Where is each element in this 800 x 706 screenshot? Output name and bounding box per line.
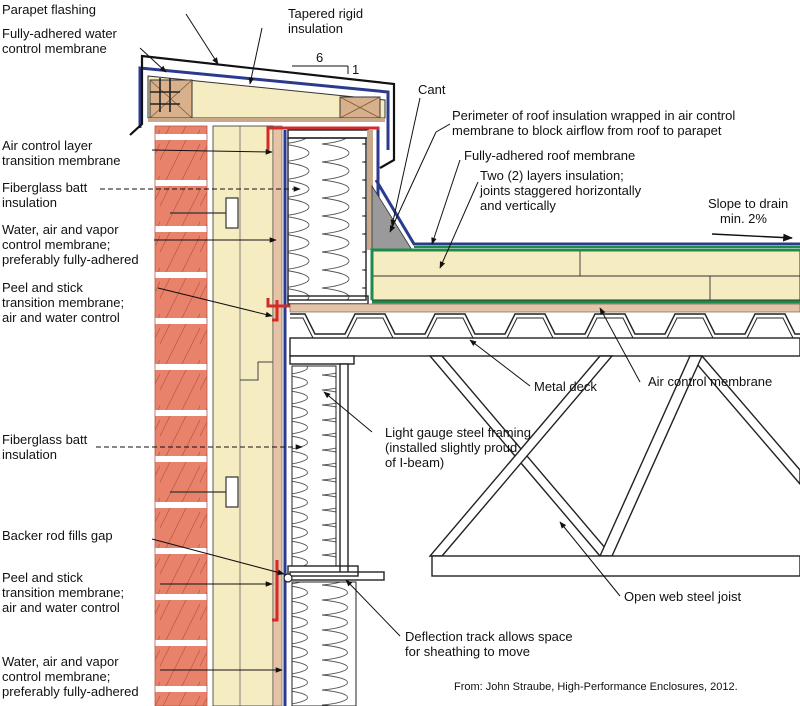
sheathing [272, 125, 283, 706]
parapet-cap [147, 75, 386, 122]
lower-batt-insulation [291, 365, 337, 567]
source-citation: From: John Straube, High-Performance Enc… [454, 681, 738, 693]
label-fiberglass-batt-upper: Fiberglass batt insulation [2, 180, 91, 210]
label-fully-adhered-water: Fully-adhered water control membrane [2, 26, 121, 56]
label-backer-rod: Backer rod fills gap [2, 528, 113, 543]
brick-veneer [154, 125, 208, 706]
label-fiberglass-batt-lower: Fiberglass batt insulation [2, 432, 91, 462]
parapet-stud-top [287, 129, 369, 139]
brick-ties [170, 197, 239, 508]
cant-strip [371, 184, 413, 251]
upper-peel-stick [272, 300, 279, 322]
roof-perimeter-air-membrane [370, 248, 800, 300]
label-parapet-flashing: Parapet flashing [2, 2, 96, 17]
parapet-air-membrane [138, 66, 390, 150]
label-peel-stick-lower: Peel and stick transition membrane; air … [2, 570, 128, 615]
exterior-insulation [212, 125, 274, 706]
label-air-control-membrane: Air control membrane [648, 374, 772, 389]
lower-peel-stick [272, 560, 279, 622]
label-air-control-transition: Air control layer transition membrane [2, 138, 121, 168]
label-wav-lower: Water, air and vapor control membrane; p… [2, 654, 139, 699]
parapet-flashing-metal [129, 54, 396, 169]
insulation-step [240, 361, 273, 381]
slope-run-label: 1 [352, 62, 359, 77]
label-slope-to-drain: Slope to drain min. 2% [708, 196, 792, 226]
roof-membrane [374, 179, 800, 246]
slope-rise-label: 6 [316, 50, 323, 65]
label-peel-stick-upper: Peel and stick transition membrane; air … [2, 280, 128, 325]
parapet-stud-cavity [287, 137, 367, 301]
label-two-layers: Two (2) layers insulation; joints stagge… [479, 168, 645, 213]
label-tapered-rigid: Tapered rigid insulation [288, 6, 367, 36]
roof-insulation [371, 249, 800, 301]
label-light-gauge: Light gauge steel framing (installed sli… [385, 425, 535, 470]
deflection-track [287, 565, 359, 577]
leader-lines [96, 13, 641, 673]
label-open-web: Open web steel joist [624, 589, 741, 604]
label-wav-upper: Water, air and vapor control membrane; p… [2, 222, 139, 267]
label-metal-deck: Metal deck [534, 379, 597, 394]
slope-arrow [711, 233, 793, 242]
backer-rod [283, 573, 293, 583]
label-deflection-track: Deflection track allows space for sheath… [405, 629, 576, 659]
slope-symbol: 6 1 [292, 50, 359, 77]
cap-fasteners [150, 78, 180, 112]
metal-deck [289, 303, 800, 339]
open-web-joist [428, 355, 800, 577]
label-fully-adhered-roof: Fully-adhered roof membrane [464, 148, 635, 163]
below-batt-insulation [291, 581, 357, 706]
label-perimeter-roof-insulation: Perimeter of roof insulation wrapped in … [452, 108, 739, 138]
label-cant: Cant [418, 82, 446, 97]
joist-top-chord [289, 337, 800, 357]
